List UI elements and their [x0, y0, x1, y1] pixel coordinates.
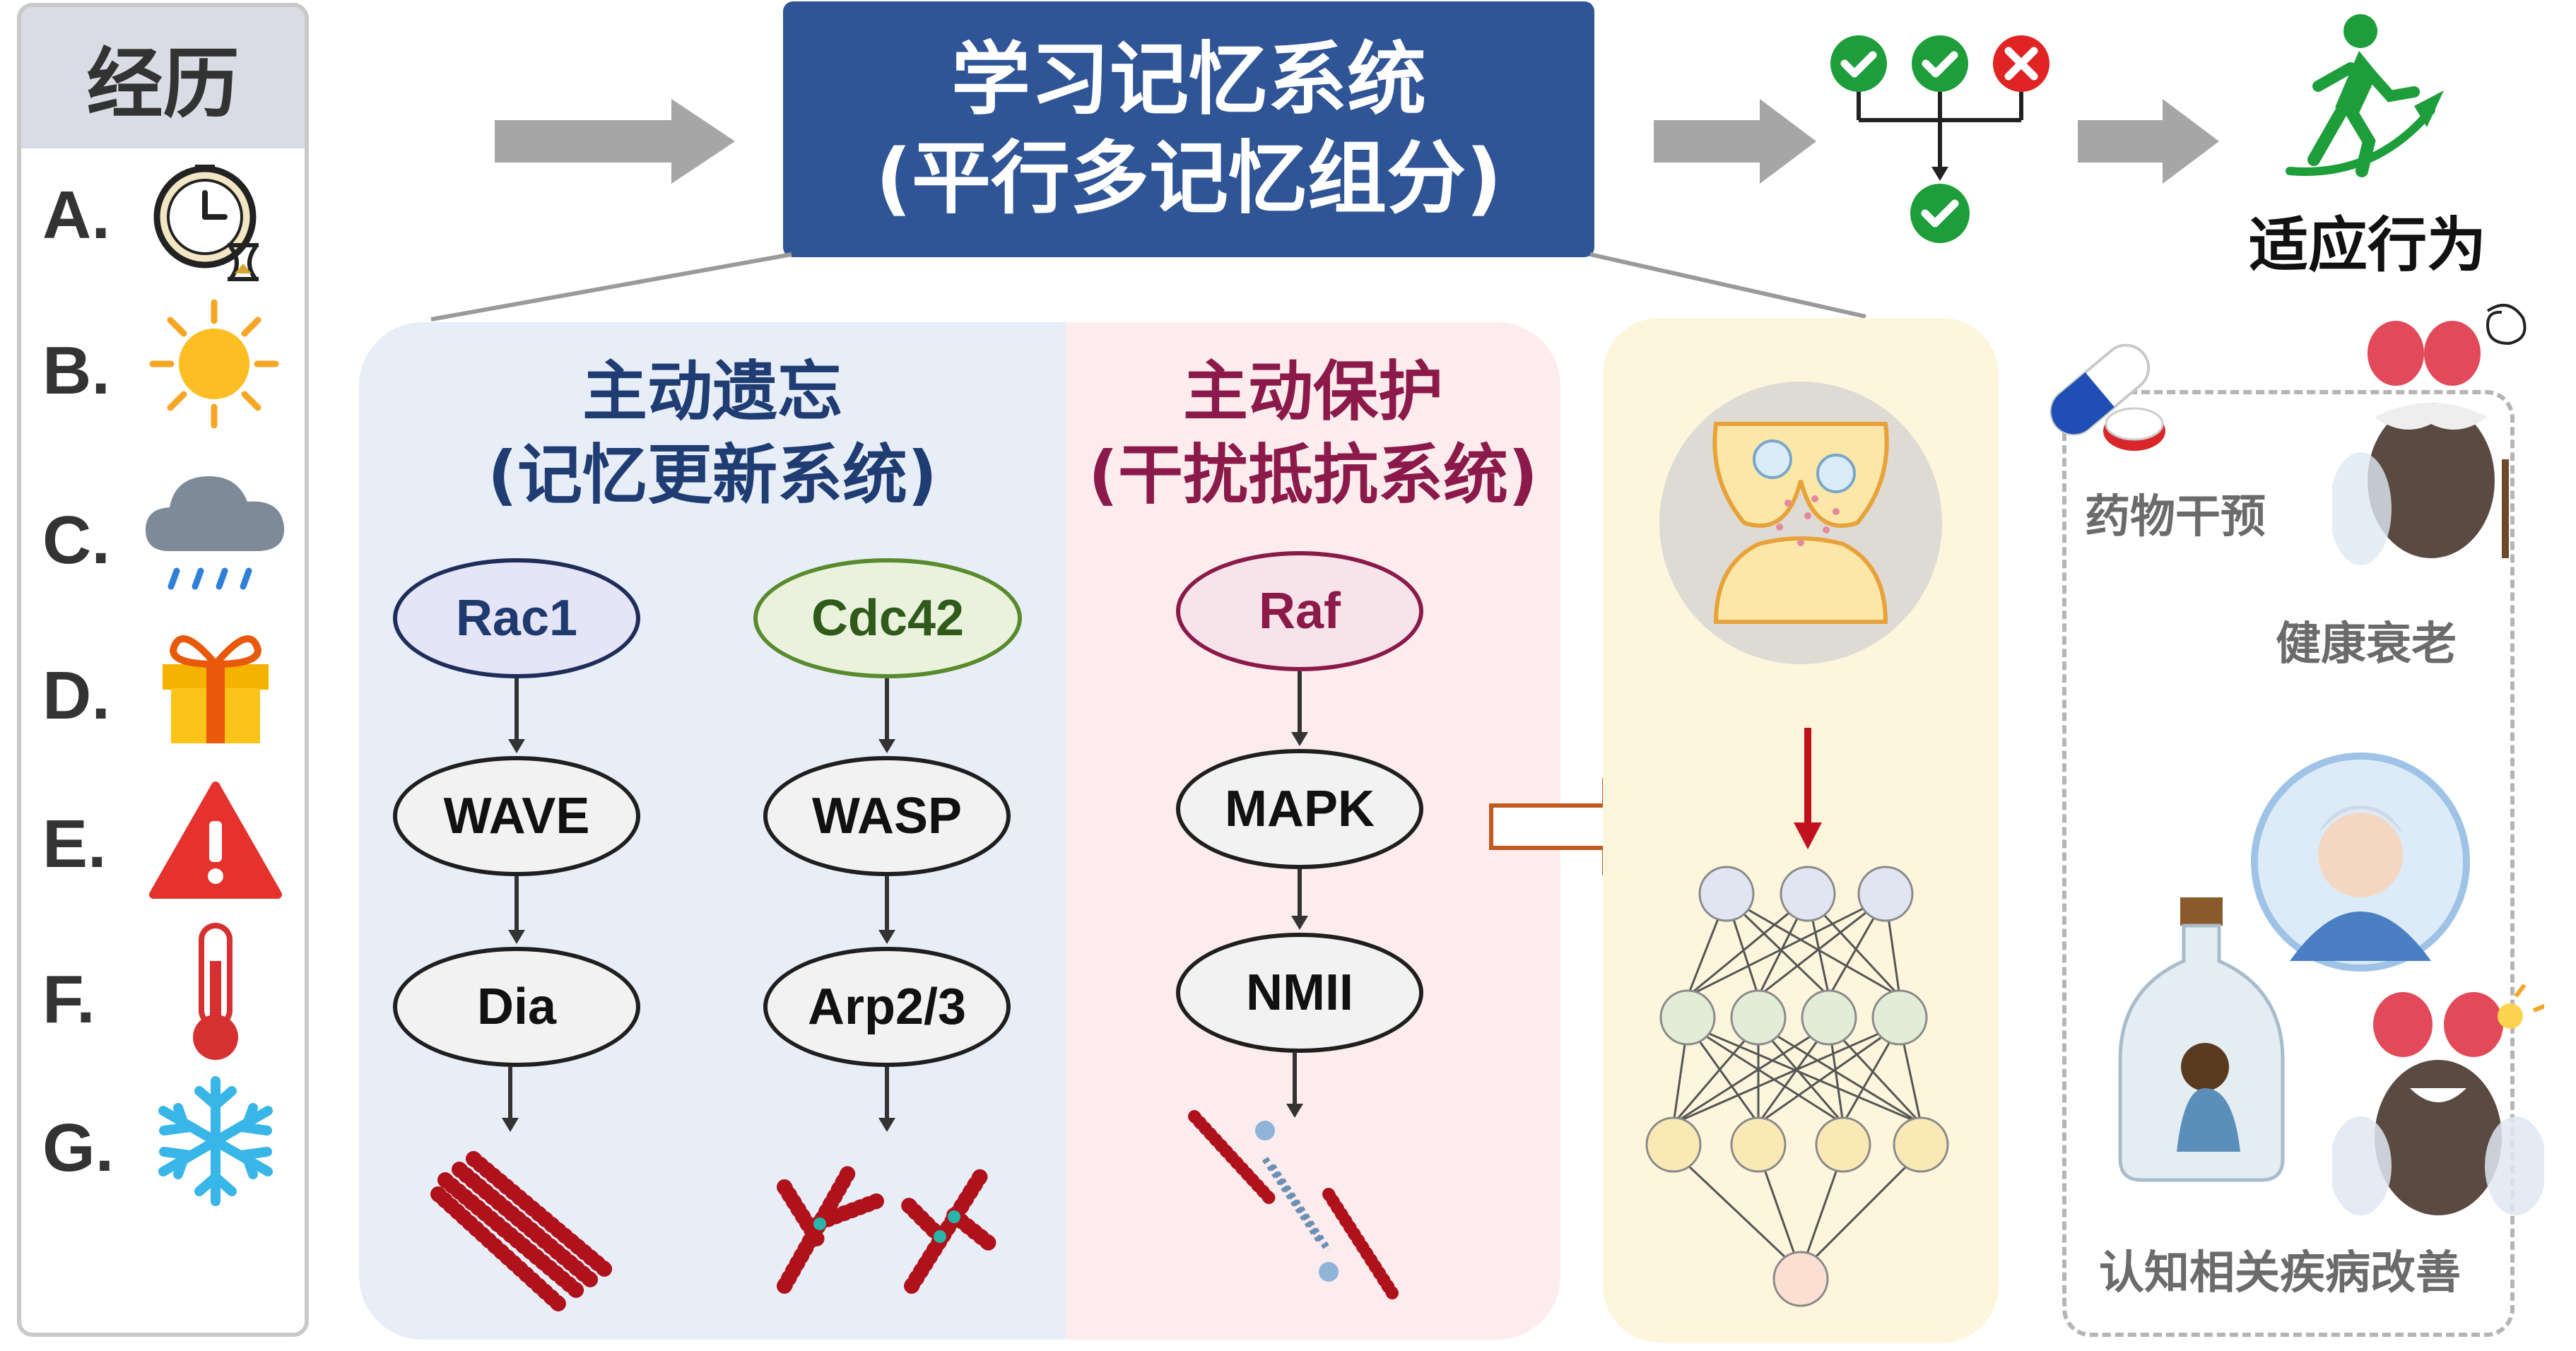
experience-letter-e: E. [42, 806, 107, 882]
arrow-to-selection [1654, 99, 1816, 184]
experience-header: 经历 [21, 7, 305, 148]
capsule-icon [2049, 343, 2165, 451]
aged-fly-icon [2332, 304, 2527, 565]
forgetting-subtitle: (记忆更新系统) [487, 437, 938, 513]
clock-hourglass-icon [153, 165, 259, 281]
node-cdc42: Cdc42 [753, 558, 1022, 678]
drug-intervention-label: 药物干预 [2085, 491, 2266, 543]
rain-cloud-icon [146, 476, 285, 590]
healthy-fly-icon [2332, 984, 2544, 1215]
system-title: 学习记忆系统 [951, 34, 1426, 126]
node-mapk: MAPK [1176, 749, 1423, 869]
learning-memory-system-box: 学习记忆系统 (平行多记忆组分) [783, 1, 1594, 257]
adaptive-behavior-label: 适应行为 [2248, 211, 2486, 280]
myosin-filament-icon [1188, 1110, 1399, 1299]
arrow-to-behavior [2078, 99, 2219, 184]
experience-letter-b: B. [42, 333, 110, 408]
synapse-icon [1712, 422, 1889, 624]
experience-panel: 经历 A. B. C. D. E. F. G. [17, 3, 309, 1337]
child-in-bottle-icon [2118, 897, 2285, 1182]
node-wasp: WASP [763, 756, 1011, 876]
node-nmii: NMII [1176, 933, 1423, 1053]
node-dia: Dia [393, 947, 640, 1067]
experience-letter-a: A. [42, 177, 110, 253]
check-icon [1912, 35, 1968, 92]
snowflake-icon [158, 1076, 273, 1206]
warning-icon [149, 781, 282, 899]
node-raf: Raf [1176, 551, 1423, 671]
sun-icon [149, 299, 279, 429]
node-arp23: Arp2/3 [763, 947, 1011, 1067]
cross-icon [1993, 35, 2049, 92]
healthy-aging-label: 健康衰老 [2276, 618, 2457, 671]
arrow-to-system [495, 99, 735, 184]
branched-actin-icon [777, 1165, 997, 1294]
cognitive-disease-label: 认知相关疾病改善 [2099, 1247, 2461, 1299]
node-rac1: Rac1 [393, 558, 640, 678]
forgetting-title: 主动遗忘 [582, 354, 842, 430]
walking-person-icon [2286, 14, 2444, 177]
applications-box [2062, 390, 2515, 1337]
experience-letter-c: C. [42, 502, 110, 578]
protection-subtitle: (干扰抵抗系统) [1088, 437, 1539, 513]
check-icon [1910, 184, 1970, 243]
system-subtitle: (平行多记忆组分) [875, 133, 1502, 225]
gift-icon [163, 635, 269, 743]
experience-letter-d: D. [42, 658, 110, 733]
protection-title: 主动保护 [1182, 354, 1443, 430]
actin-bundle-icon [430, 1151, 616, 1311]
check-icon [1830, 35, 1887, 92]
experience-letter-f: F. [42, 962, 95, 1037]
thermometer-icon [193, 923, 238, 1060]
elderly-person-icon [2251, 753, 2470, 972]
experience-letter-g: G. [42, 1110, 114, 1186]
selection-tree [1830, 35, 2049, 243]
node-wave: WAVE [393, 756, 640, 876]
synapse-network-illustration [1645, 382, 1949, 1307]
